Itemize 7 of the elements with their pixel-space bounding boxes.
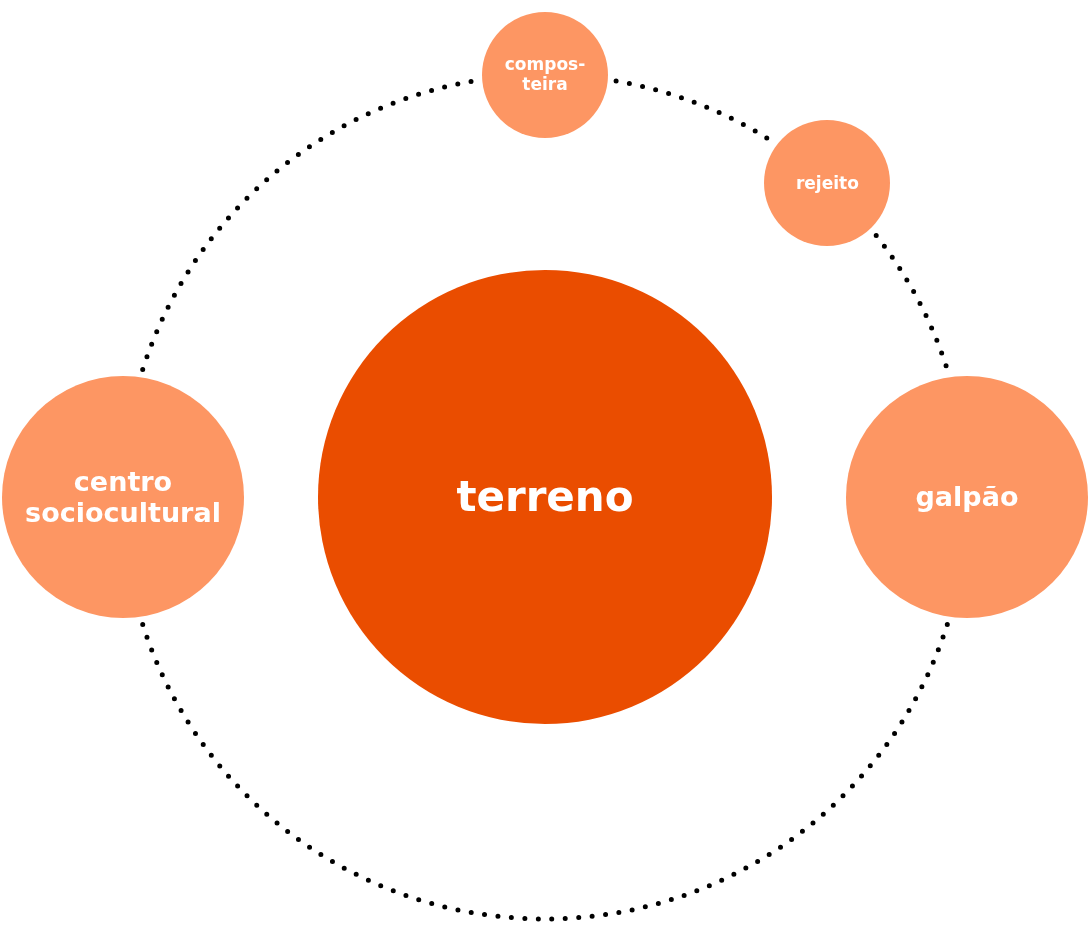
node-label: compos- teira: [503, 55, 587, 95]
node-label: rejeito: [795, 173, 859, 194]
node-label: galpão: [915, 481, 1019, 513]
node-label: terreno: [456, 472, 634, 522]
dotted-connector: [140, 78, 477, 373]
dotted-connector: [140, 621, 950, 922]
node-label: centro sociocultural: [24, 465, 222, 529]
